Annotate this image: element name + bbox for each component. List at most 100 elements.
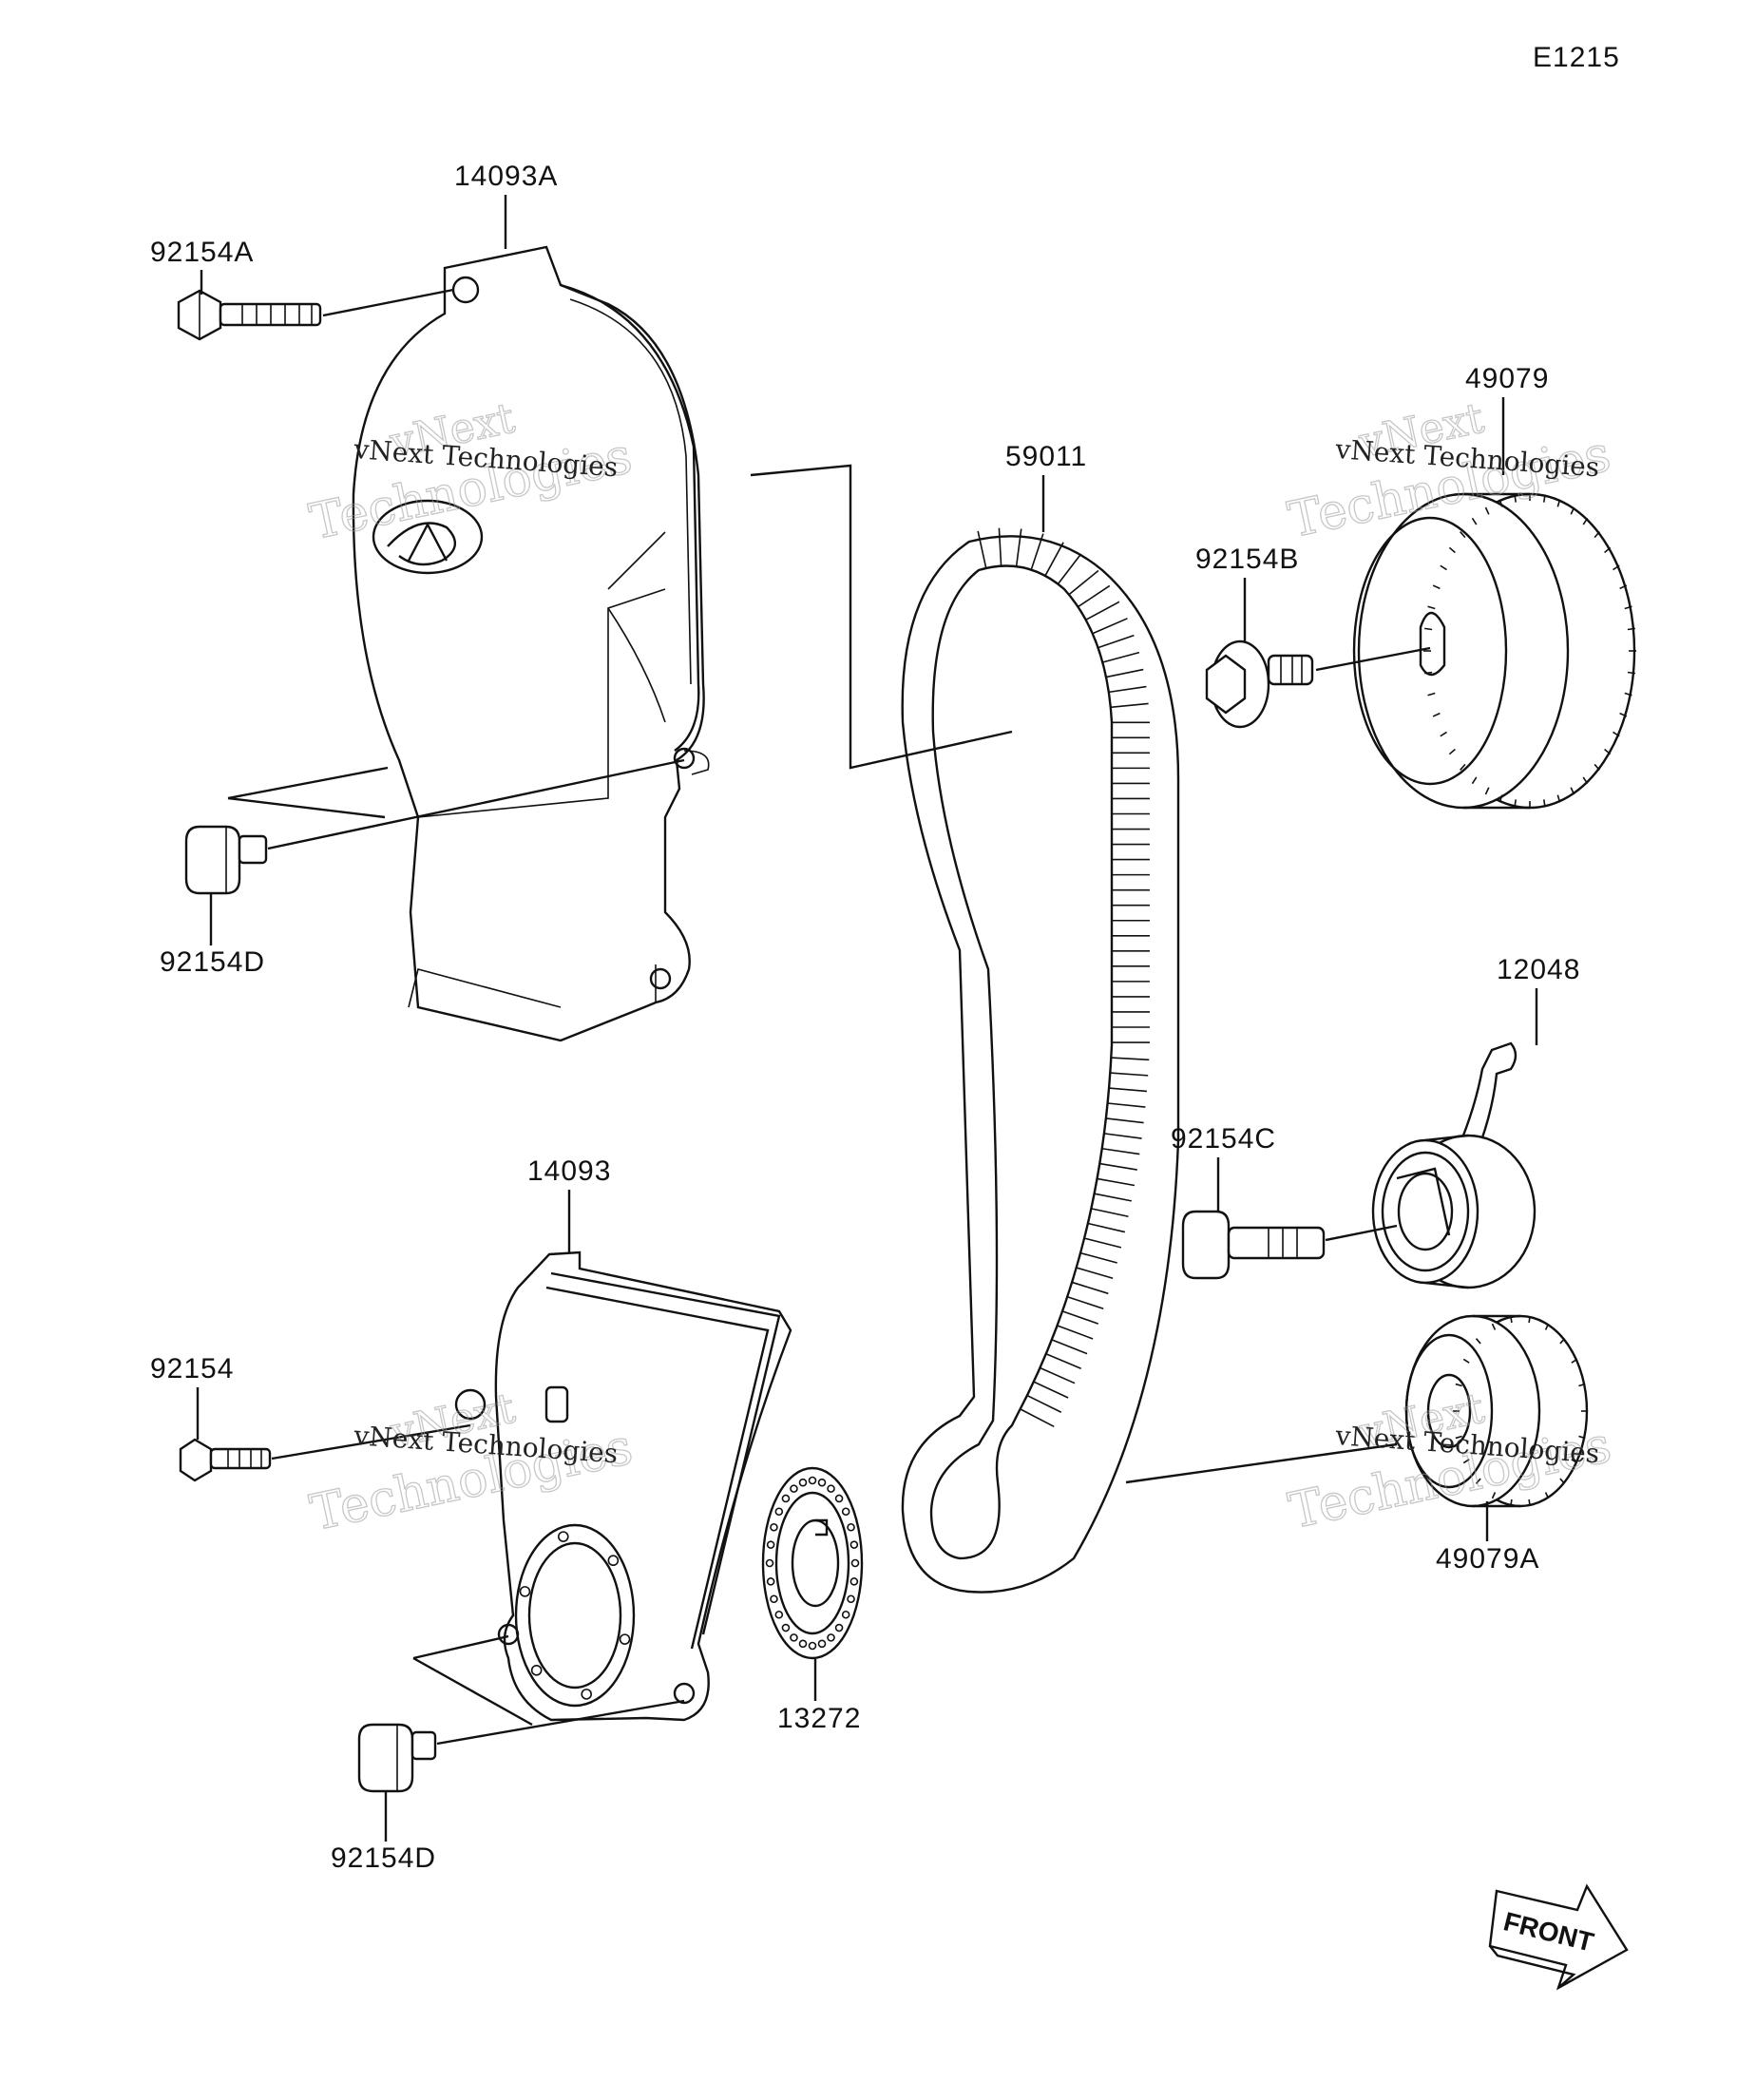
plate-hole (781, 1494, 791, 1503)
label-13272: 13272 (777, 1703, 861, 1734)
upper-timing-cover[interactable] (352, 245, 710, 1042)
plate-hole (781, 1623, 791, 1632)
belt-tooth (1085, 601, 1120, 621)
belt-tooth (1094, 1193, 1133, 1202)
cam-pulley-tooth (1427, 605, 1436, 610)
bolt-92154D-top[interactable] (184, 825, 268, 895)
label-59011: 59011 (1005, 441, 1087, 472)
cam-pulley-tooth (1556, 794, 1561, 803)
cam-pulley-tooth (1432, 584, 1441, 590)
timing-belt[interactable] (901, 527, 1180, 1594)
belt-tooth (1098, 634, 1135, 649)
plate-hole (790, 1633, 798, 1642)
belt-tooth (1087, 1222, 1126, 1233)
label-92154B: 92154B (1195, 544, 1299, 575)
leader-92154C-to-tensioner (1325, 1224, 1398, 1242)
plate-hole (847, 1522, 855, 1532)
crank-pulley-tooth (1544, 1323, 1550, 1330)
belt-tooth (1033, 1381, 1069, 1399)
cam-pulley-tooth (1460, 763, 1466, 771)
cam-pulley-tooth (1460, 531, 1466, 539)
crank-pulley-tooth (1544, 1492, 1550, 1499)
cam-pulley-tooth (1484, 787, 1490, 795)
cam-pulley-tooth (1619, 584, 1628, 590)
label-92154: 92154 (150, 1353, 234, 1384)
plate-hole (841, 1507, 850, 1517)
belt-tooth (1030, 533, 1044, 570)
cover-bolt-hole (558, 1531, 569, 1542)
plate-hole (774, 1507, 784, 1517)
cam-pulley-tooth (1448, 748, 1456, 755)
belt-tooth (1111, 1057, 1150, 1061)
plate-hole (817, 1478, 827, 1487)
belt-tooth (1061, 1310, 1099, 1325)
cam-pulley-tooth (1613, 564, 1620, 571)
cam-pulley-tooth (1424, 627, 1433, 631)
cam-pulley-tooth (1514, 799, 1517, 808)
plate-hole (808, 1476, 817, 1485)
crank-pulley-tooth (1571, 1358, 1578, 1364)
leader-59011-bracket (750, 464, 1013, 770)
crank-pulley-tooth (1455, 1383, 1462, 1387)
cam-pulley-tooth (1448, 546, 1456, 554)
cam-pulley-tooth (1471, 517, 1478, 525)
cam-pulley-tooth (1604, 546, 1612, 554)
tensioner-12048[interactable] (1371, 1041, 1537, 1289)
bolt-92154A[interactable] (177, 289, 322, 341)
crank-pulley-tooth (1510, 1315, 1513, 1324)
cam-pulley-tooth (1570, 787, 1575, 795)
belt-tooth (1068, 569, 1099, 596)
cam-pulley-tooth (1514, 494, 1517, 503)
leader-92154D-bottom-bracket (412, 1634, 533, 1727)
plate-hole (834, 1623, 844, 1632)
cam-pulley-tooth (1624, 605, 1632, 610)
label-14093A: 14093A (454, 161, 558, 192)
lower-timing-cover[interactable] (454, 1250, 792, 1722)
crank-pulley-tooth (1491, 1323, 1497, 1330)
cover-bolt-hole (581, 1689, 592, 1700)
plate-hole (849, 1577, 859, 1586)
label-92154C: 92154C (1171, 1123, 1276, 1155)
crank-pulley-tooth (1455, 1435, 1462, 1440)
plate-hole (770, 1594, 778, 1604)
bolt-92154D-bottom[interactable] (357, 1723, 437, 1793)
belt-tooth (1107, 1102, 1146, 1108)
belt-tooth (1099, 1162, 1137, 1171)
bolt-92154B[interactable] (1205, 640, 1314, 729)
cam-pulley-tooth (1440, 731, 1447, 737)
belt-tooth (1045, 1353, 1082, 1370)
cam-pulley-tooth (1498, 499, 1503, 507)
belt-tooth (1077, 584, 1111, 608)
cam-pulley-49079[interactable] (1352, 492, 1636, 810)
cam-pulley-tooth (1427, 692, 1436, 697)
cover-bolt-hole (519, 1586, 531, 1597)
plate-hole (827, 1633, 835, 1642)
bolt-92154[interactable] (179, 1438, 272, 1482)
crank-pulley-49079A[interactable] (1404, 1314, 1589, 1508)
belt-tooth (1102, 651, 1140, 663)
plate-hole (827, 1484, 835, 1493)
belt-tooth (1097, 1177, 1136, 1187)
crank-pulley-tooth (1475, 1338, 1481, 1345)
belt-tooth (1067, 1295, 1104, 1310)
label-49079: 49079 (1465, 363, 1549, 394)
cam-pulley-tooth (1619, 712, 1628, 717)
cam-pulley-tooth (1440, 564, 1447, 571)
plate-hole (765, 1558, 774, 1568)
cam-pulley-tooth (1582, 776, 1589, 785)
sensor-plate-13272[interactable] (761, 1466, 864, 1660)
cam-pulley-tooth (1594, 763, 1600, 771)
belt-tooth (1044, 542, 1064, 577)
cam-pulley-tooth (1543, 494, 1546, 503)
leader-92154D-top-bracket (227, 766, 389, 819)
bolt-92154C[interactable] (1181, 1210, 1326, 1280)
label-49079A: 49079A (1436, 1543, 1539, 1575)
belt-tooth (1105, 668, 1144, 678)
belt-tooth (1091, 1208, 1129, 1218)
belt-tooth (977, 530, 987, 569)
belt-tooth (1105, 1117, 1144, 1124)
belt-tooth (1109, 1087, 1147, 1093)
belt-tooth (1110, 1072, 1149, 1077)
plate-hole (834, 1494, 844, 1503)
belt-tooth (1057, 1325, 1094, 1340)
